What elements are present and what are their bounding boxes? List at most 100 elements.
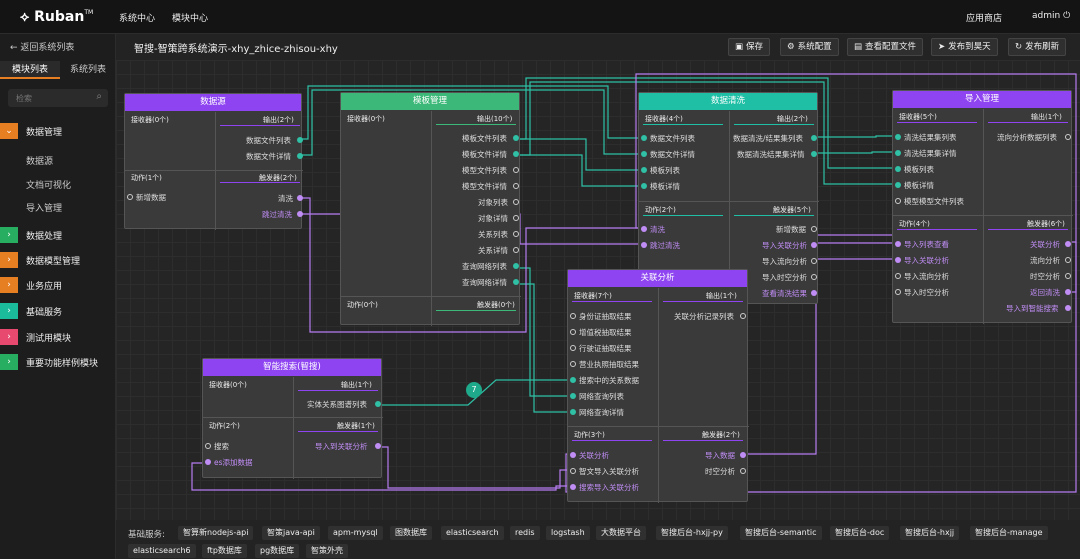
publish-refresh-button[interactable]: ↻发布刷新 bbox=[1008, 38, 1067, 56]
action-item[interactable]: 导入时空分析 bbox=[904, 288, 949, 297]
trigger-port[interactable] bbox=[297, 211, 303, 217]
action-item[interactable]: 导入流向分析 bbox=[904, 272, 949, 281]
node-import-management[interactable]: 导入管理 接收器(5个) 输出(1个) 清洗结果集列表 清洗结果集详情 模板列表… bbox=[892, 90, 1073, 324]
output-port[interactable] bbox=[513, 215, 519, 221]
sidebar-subitem-doc-visual[interactable]: 文档可视化 bbox=[26, 181, 72, 191]
sidebar-item-basic-services[interactable]: ›基础服务 bbox=[0, 302, 116, 320]
trigger-port[interactable] bbox=[1065, 241, 1071, 247]
output-item[interactable]: 查询网络详情 bbox=[462, 278, 507, 287]
action-item[interactable]: 导入列表查看 bbox=[904, 240, 949, 249]
receiver-port[interactable] bbox=[895, 150, 901, 156]
output-port[interactable] bbox=[513, 247, 519, 253]
app-store-link[interactable]: 应用商店 bbox=[966, 14, 1003, 24]
action-port[interactable] bbox=[895, 241, 901, 247]
trigger-port[interactable] bbox=[811, 226, 817, 232]
trigger-item[interactable]: 新增数据 bbox=[776, 225, 806, 234]
receiver-port[interactable] bbox=[641, 151, 647, 157]
output-item[interactable]: 查询网络列表 bbox=[462, 262, 507, 271]
service-chip[interactable]: 智搜后台-hxjj-py bbox=[656, 526, 728, 540]
output-port[interactable] bbox=[513, 231, 519, 237]
receiver-item[interactable]: 模板列表 bbox=[904, 165, 934, 174]
receiver-port[interactable] bbox=[570, 329, 576, 335]
output-item[interactable]: 模型文件详情 bbox=[462, 182, 507, 191]
trigger-port[interactable] bbox=[1065, 305, 1071, 311]
trigger-item[interactable]: 导入数据 bbox=[705, 451, 735, 460]
action-port[interactable] bbox=[570, 452, 576, 458]
output-port[interactable] bbox=[513, 167, 519, 173]
receiver-port[interactable] bbox=[570, 409, 576, 415]
service-chip[interactable]: apm-mysql bbox=[328, 526, 383, 540]
receiver-port[interactable] bbox=[570, 377, 576, 383]
output-item[interactable]: 模型文件列表 bbox=[462, 166, 507, 175]
service-chip[interactable]: 智策外壳 bbox=[306, 544, 348, 558]
trigger-item[interactable]: 跳过清洗 bbox=[262, 210, 292, 219]
output-item[interactable]: 对象详情 bbox=[478, 214, 508, 223]
action-item[interactable]: 关联分析 bbox=[579, 451, 609, 460]
trigger-item[interactable]: 导入到智能搜索 bbox=[1006, 304, 1059, 313]
service-chip[interactable]: redis bbox=[510, 526, 540, 540]
trigger-item[interactable]: 关联分析 bbox=[1030, 240, 1060, 249]
service-chip[interactable]: 大数据平台 bbox=[596, 526, 646, 540]
trigger-port[interactable] bbox=[811, 290, 817, 296]
receiver-port[interactable] bbox=[641, 135, 647, 141]
receiver-item[interactable]: 网络查询列表 bbox=[579, 392, 624, 401]
output-item[interactable]: 关系列表 bbox=[478, 230, 508, 239]
trigger-port[interactable] bbox=[740, 452, 746, 458]
action-port[interactable] bbox=[895, 289, 901, 295]
receiver-item[interactable]: 搜索中的关系数据 bbox=[579, 376, 639, 385]
action-item[interactable]: 新增数据 bbox=[136, 193, 166, 202]
user-menu[interactable]: admin ⏻ bbox=[1032, 11, 1071, 21]
sidebar-item-important-samples[interactable]: ›重要功能样例模块 bbox=[0, 353, 116, 371]
trigger-port[interactable] bbox=[811, 242, 817, 248]
receiver-port[interactable] bbox=[895, 134, 901, 140]
service-chip[interactable]: 智搜后台-hxjj bbox=[900, 526, 960, 540]
action-item[interactable]: 跳过清洗 bbox=[650, 241, 680, 250]
service-chip[interactable]: logstash bbox=[546, 526, 590, 540]
receiver-item[interactable]: 清洗结果集列表 bbox=[904, 133, 957, 142]
output-item[interactable]: 实体关系图谱列表 bbox=[307, 400, 367, 409]
receiver-port[interactable] bbox=[895, 198, 901, 204]
receiver-item[interactable]: 清洗结果集详情 bbox=[904, 149, 957, 158]
receiver-port[interactable] bbox=[895, 166, 901, 172]
tab-system-list[interactable]: 系统列表 bbox=[69, 65, 106, 75]
output-port[interactable] bbox=[513, 199, 519, 205]
node-data-cleaning[interactable]: 数据清洗 接收器(4个) 输出(2个) 数据文件列表 数据文件详情 模板列表 模… bbox=[638, 92, 819, 305]
output-item[interactable]: 数据文件详情 bbox=[246, 152, 291, 161]
output-port[interactable] bbox=[740, 313, 746, 319]
action-port[interactable] bbox=[895, 273, 901, 279]
receiver-item[interactable]: 营业执照抽取结果 bbox=[579, 360, 639, 369]
receiver-port[interactable] bbox=[641, 183, 647, 189]
receiver-port[interactable] bbox=[641, 167, 647, 173]
output-item[interactable]: 数据文件列表 bbox=[246, 136, 291, 145]
service-chip[interactable]: elasticsearch bbox=[441, 526, 504, 540]
node-datasource[interactable]: 数据源 接收器(0个) 输出(2个) 数据文件列表 数据文件详情 动作(1个) … bbox=[124, 93, 303, 230]
action-port[interactable] bbox=[205, 443, 211, 449]
sidebar-subitem-import[interactable]: 导入管理 bbox=[26, 204, 63, 214]
action-item[interactable]: 搜索导入关联分析 bbox=[579, 483, 639, 492]
service-chip[interactable]: elasticsearch6 bbox=[128, 544, 196, 558]
action-item[interactable]: 清洗 bbox=[650, 225, 665, 234]
output-item[interactable]: 数据清洗结果集详情 bbox=[737, 150, 805, 159]
sidebar-item-data-management[interactable]: ⌄数据管理 bbox=[0, 122, 116, 140]
receiver-item[interactable]: 模板列表 bbox=[650, 166, 680, 175]
receiver-port[interactable] bbox=[570, 313, 576, 319]
action-port[interactable] bbox=[570, 484, 576, 490]
power-icon[interactable]: ⏻ bbox=[1063, 11, 1071, 21]
trigger-port[interactable] bbox=[297, 195, 303, 201]
trigger-port[interactable] bbox=[1065, 273, 1071, 279]
service-chip[interactable]: 智策java-api bbox=[262, 526, 320, 540]
node-smart-search[interactable]: 智能搜索(智搜) 接收器(0个) 输出(1个) 实体关系图谱列表 动作(2个) … bbox=[202, 358, 383, 479]
output-port[interactable] bbox=[811, 135, 817, 141]
service-chip[interactable]: 智算新nodejs-api bbox=[178, 526, 254, 540]
ruban-logo[interactable]: ⟡ RubanTM bbox=[20, 9, 94, 25]
action-port[interactable] bbox=[127, 194, 133, 200]
nav-system-center[interactable]: 系统中心 bbox=[119, 14, 156, 24]
sidebar-item-data-processing[interactable]: ›数据处理 bbox=[0, 226, 116, 244]
output-item[interactable]: 关联分析记录列表 bbox=[674, 312, 734, 321]
action-item[interactable]: 导入关联分析 bbox=[904, 256, 949, 265]
sidebar-item-test-modules[interactable]: ›测试用模块 bbox=[0, 328, 116, 346]
receiver-item[interactable]: 增值税抽取结果 bbox=[579, 328, 632, 337]
trigger-item[interactable]: 返回清洗 bbox=[1030, 288, 1060, 297]
receiver-item[interactable]: 网络查询详情 bbox=[579, 408, 624, 417]
receiver-item[interactable]: 模板详情 bbox=[904, 181, 934, 190]
